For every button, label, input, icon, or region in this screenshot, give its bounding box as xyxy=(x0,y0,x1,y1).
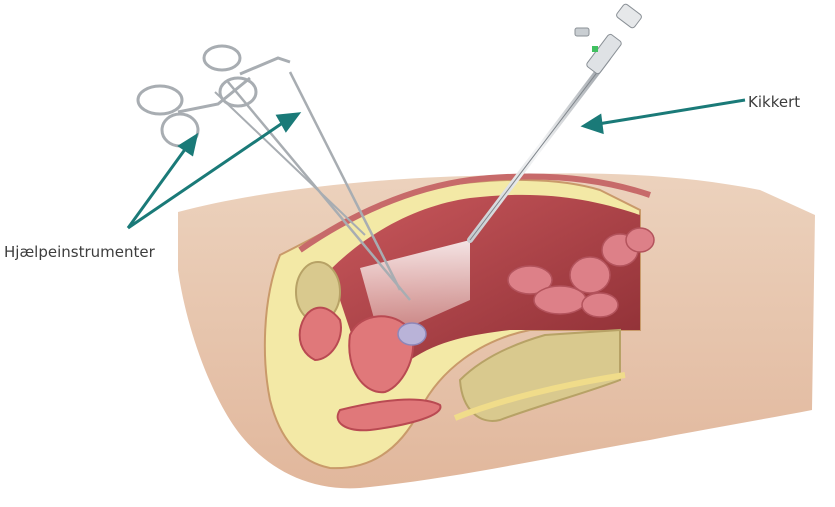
arrow-scope xyxy=(598,100,745,124)
arrow-helper-1 xyxy=(128,148,186,228)
label-scope: Kikkert xyxy=(748,93,800,111)
label-helper-instruments: Hjælpeinstrumenter xyxy=(4,243,155,261)
ovary xyxy=(398,323,426,345)
arrow-helper-2-head xyxy=(278,114,298,130)
arrow-scope-head xyxy=(584,116,602,132)
